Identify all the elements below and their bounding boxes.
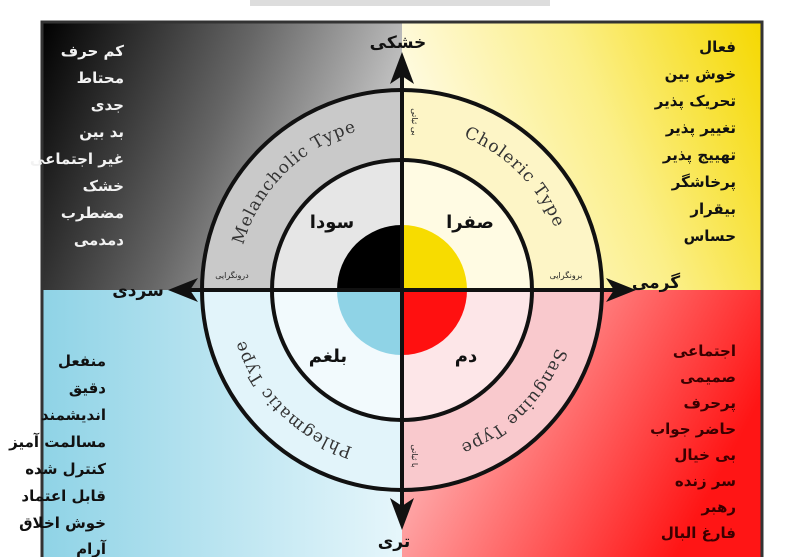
disc-yellow: [402, 225, 467, 290]
list-item: صمیمی: [680, 368, 736, 386]
list-item: بی خیال: [674, 446, 736, 464]
list-item: بیقرار: [689, 200, 736, 218]
frame: [40, 20, 764, 557]
disc-black: [337, 225, 402, 290]
arrow-down-icon: [390, 498, 414, 530]
humor-balgham: بلغم: [309, 346, 347, 367]
list-item: رهبر: [701, 498, 737, 516]
axis-label-cold: سردی: [112, 281, 164, 301]
list-item: اندیشمند: [41, 406, 106, 424]
list-item: جدی: [91, 96, 124, 114]
list-item: فارغ البال: [661, 524, 736, 542]
list-melancholic: کم حرف محتاط جدی بد بین غیر اجتماعی خشک …: [30, 42, 124, 249]
list-item: حساس: [684, 227, 736, 245]
humor-dam: دم: [455, 346, 477, 367]
list-item: خوش اخلاق: [19, 514, 106, 532]
list-item: منفعل: [58, 352, 106, 370]
label-extroversion: برونگرایی: [550, 270, 583, 280]
list-item: مسالمت آمیز: [8, 433, 106, 451]
list-item: مضطرب: [61, 204, 124, 222]
list-item: خشک: [83, 177, 124, 195]
list-item: خوش بین: [665, 65, 736, 83]
list-item: فعال: [699, 38, 736, 56]
humor-safra: صفرا: [446, 212, 494, 233]
list-item: پرحرف: [683, 394, 736, 413]
list-item: کم حرف: [61, 42, 125, 60]
label-unstable: بی ثباتی: [410, 108, 419, 135]
list-item: قابل اعتماد: [21, 487, 106, 505]
list-item: کنترل شده: [25, 460, 106, 478]
arrow-right-icon: [606, 278, 636, 302]
list-phlegmatic: منفعل دقیق اندیشمند مسالمت آمیز کنترل شد…: [8, 352, 107, 557]
list-item: دمدمی: [74, 231, 124, 249]
label-introversion: درونگرایی: [215, 270, 249, 280]
list-item: بد بین: [79, 123, 124, 141]
disc-blue: [337, 290, 402, 355]
axis-label-moisture: تری: [378, 532, 411, 552]
disc-red: [402, 290, 467, 355]
list-sanguine: اجتماعی صمیمی پرحرف حاضر جواب بی خیال سر…: [650, 342, 736, 542]
list-choleric: فعال خوش بین تحریک پذیر تغییر پذیر تهییج…: [654, 38, 736, 245]
list-item: تحریک پذیر: [654, 92, 736, 111]
list-item: محتاط: [77, 69, 124, 87]
list-item: تهییج پذیر: [662, 146, 736, 165]
arrow-left-icon: [168, 278, 198, 302]
list-item: تغییر پذیر: [665, 119, 736, 138]
list-item: غیر اجتماعی: [30, 150, 124, 168]
humor-sauda: سودا: [310, 212, 354, 233]
list-item: حاضر جواب: [650, 420, 736, 438]
list-item: آرام: [76, 540, 107, 557]
list-item: اجتماعی: [673, 342, 736, 360]
title-remnant: [250, 0, 550, 6]
label-stable: با ثباتی: [410, 444, 419, 467]
list-item: پرخاشگر: [671, 173, 736, 192]
axis-label-heat: گرمی: [632, 272, 680, 293]
list-item: دقیق: [69, 379, 106, 397]
list-item: سر زنده: [675, 472, 736, 490]
axis-label-dryness: خشکی: [370, 33, 427, 53]
arrow-up-icon: [390, 52, 414, 84]
